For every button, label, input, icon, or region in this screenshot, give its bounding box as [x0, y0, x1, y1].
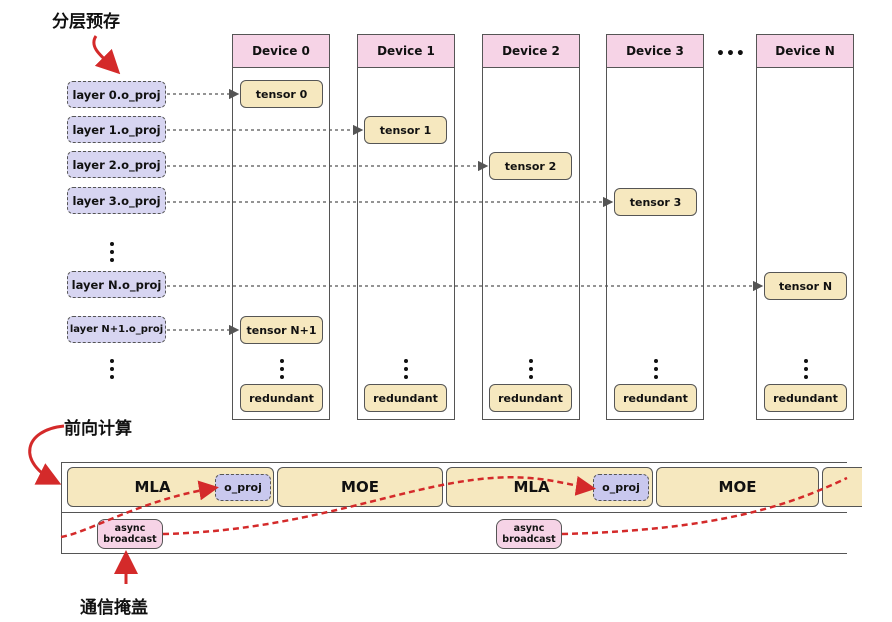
redundant-1: redundant — [364, 384, 447, 412]
flow-red-dash-3 — [561, 476, 848, 536]
layer-2-oproj: layer 2.o_proj — [67, 151, 166, 178]
device1-ellipsis — [404, 357, 408, 381]
timeline-divider — [61, 512, 847, 513]
device-column-2: Device 2 — [482, 34, 580, 420]
tensor-n1: tensor N+1 — [240, 316, 323, 344]
device-header-1: Device 1 — [358, 35, 454, 68]
async-broadcast-1: async broadcast — [97, 519, 163, 549]
async-text-2: async — [513, 523, 545, 534]
tensor-3: tensor 3 — [614, 188, 697, 216]
device-column-n: Device N — [756, 34, 854, 420]
layer-1-oproj: layer 1.o_proj — [67, 116, 166, 143]
device-header-2: Device 2 — [483, 35, 579, 68]
layer-3-oproj: layer 3.o_proj — [67, 187, 166, 214]
layer-ellipsis-2 — [110, 357, 114, 381]
layer-0-oproj: layer 0.o_proj — [67, 81, 166, 108]
broadcast-text-2: broadcast — [502, 534, 556, 545]
devicen-ellipsis — [804, 357, 808, 381]
device-column-3: Device 3 — [606, 34, 704, 420]
redundant-0: redundant — [240, 384, 323, 412]
layer-ellipsis-1 — [110, 240, 114, 264]
device-header-3: Device 3 — [607, 35, 703, 68]
device0-ellipsis — [280, 357, 284, 381]
device2-ellipsis — [529, 357, 533, 381]
label-comm-overlap: 通信掩盖 — [80, 598, 148, 618]
layer-n-oproj: layer N.o_proj — [67, 271, 166, 298]
broadcast-text-1: broadcast — [103, 534, 157, 545]
flow-red-dash-2 — [162, 475, 596, 536]
device-header-n: Device N — [757, 35, 853, 68]
redundant-n: redundant — [764, 384, 847, 412]
tensor-0: tensor 0 — [240, 80, 323, 108]
async-broadcast-2: async broadcast — [496, 519, 562, 549]
top-red-arrow — [92, 35, 121, 75]
tensor-2: tensor 2 — [489, 152, 572, 180]
forward-red-arrow — [28, 424, 65, 485]
mla-label-2: MLA — [513, 478, 550, 496]
label-layered-prestore: 分层预存 — [52, 12, 120, 32]
async-text-1: async — [114, 523, 146, 534]
device-column-1: Device 1 — [357, 34, 455, 420]
oproj-box-2: o_proj — [593, 474, 649, 501]
label-forward-compute: 前向计算 — [64, 419, 132, 439]
device-gap-ellipsis: ••• — [716, 46, 746, 62]
tensor-1: tensor 1 — [364, 116, 447, 144]
redundant-2: redundant — [489, 384, 572, 412]
oproj-box-1: o_proj — [215, 474, 271, 501]
layer-n1-oproj: layer N+1.o_proj — [67, 316, 166, 343]
device-header-0: Device 0 — [233, 35, 329, 68]
tensor-n: tensor N — [764, 272, 847, 300]
timeline-frame — [61, 462, 847, 554]
mla-label-1: MLA — [134, 478, 171, 496]
flow-red-dash-1 — [60, 480, 219, 539]
device3-ellipsis — [654, 357, 658, 381]
moe-segment-1: MOE — [277, 467, 443, 507]
redundant-3: redundant — [614, 384, 697, 412]
